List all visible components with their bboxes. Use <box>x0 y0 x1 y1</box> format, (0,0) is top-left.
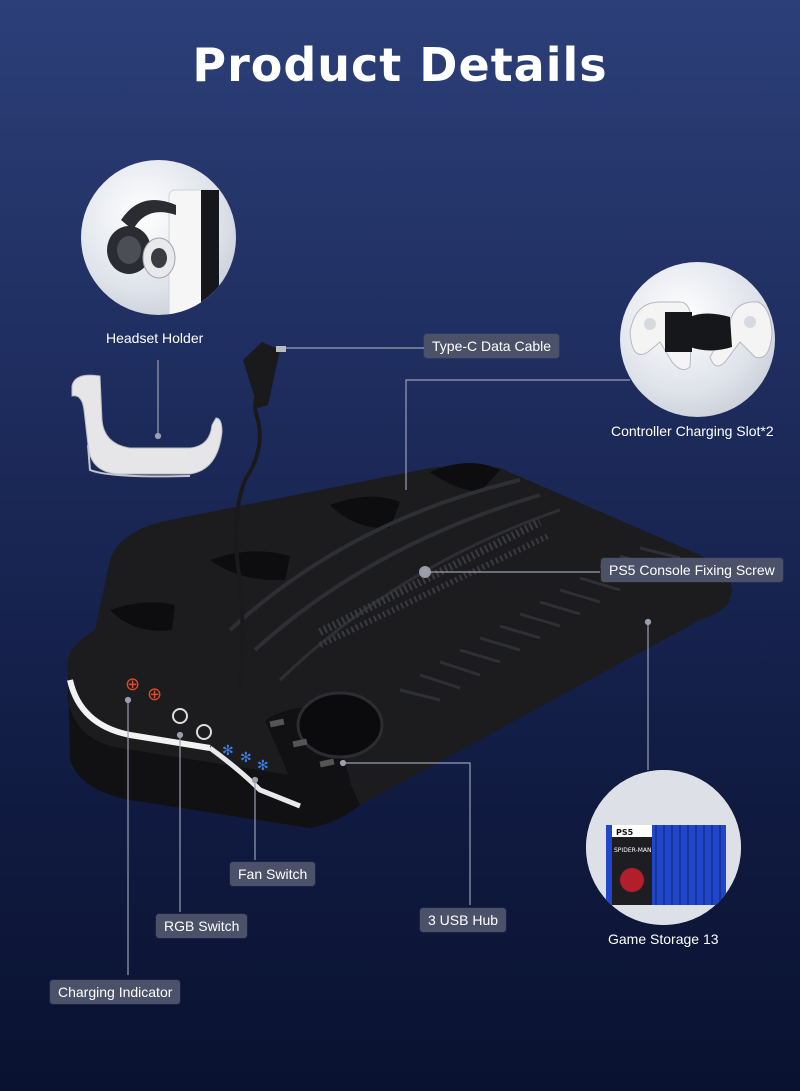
game-storage-circle: PS5 SPIDER-MAN <box>586 770 741 925</box>
controller-slot-label: Controller Charging Slot*2 <box>611 423 774 439</box>
game-storage-label: Game Storage 13 <box>608 931 719 947</box>
charging-indicator-icon-2: ⊕ <box>147 684 162 705</box>
power-icon <box>196 724 212 740</box>
usb-hub-tag: 3 USB Hub <box>420 908 507 932</box>
charging-indicator-tag: Charging Indicator <box>50 980 181 1004</box>
charging-stand-illustration <box>67 462 732 828</box>
headset-hook-illustration <box>71 374 223 478</box>
controllers-illustration <box>629 301 773 371</box>
rgb-switch-icon <box>172 708 188 724</box>
headset-holder-label: Headset Holder <box>106 330 204 346</box>
game-box-title: SPIDER-MAN <box>614 847 651 854</box>
rgb-switch-tag: RGB Switch <box>156 914 248 938</box>
fan-switch-icon-2: ✻ <box>240 750 252 766</box>
fixing-screw-tag: PS5 Console Fixing Screw <box>601 558 783 582</box>
game-storage-illustration: PS5 SPIDER-MAN <box>586 770 741 925</box>
page-title: Product Details <box>192 38 608 92</box>
fan-switch-icon-3: ✻ <box>257 758 269 774</box>
type-c-cable-illustration <box>234 342 286 691</box>
fan-switch-tag: Fan Switch <box>230 862 316 886</box>
front-panel-icons: ⊕ ⊕ ✻ ✻ ✻ <box>125 674 269 774</box>
game-box-brand: PS5 <box>616 828 634 837</box>
controller-slot-circle <box>620 262 775 417</box>
headset-on-console-illustration <box>107 189 219 315</box>
fan-switch-icon-1: ✻ <box>222 743 234 759</box>
headset-holder-circle <box>81 160 236 315</box>
type-c-cable-tag: Type-C Data Cable <box>424 334 560 358</box>
leader-lines <box>124 347 652 975</box>
charging-indicator-icon-1: ⊕ <box>125 674 140 695</box>
